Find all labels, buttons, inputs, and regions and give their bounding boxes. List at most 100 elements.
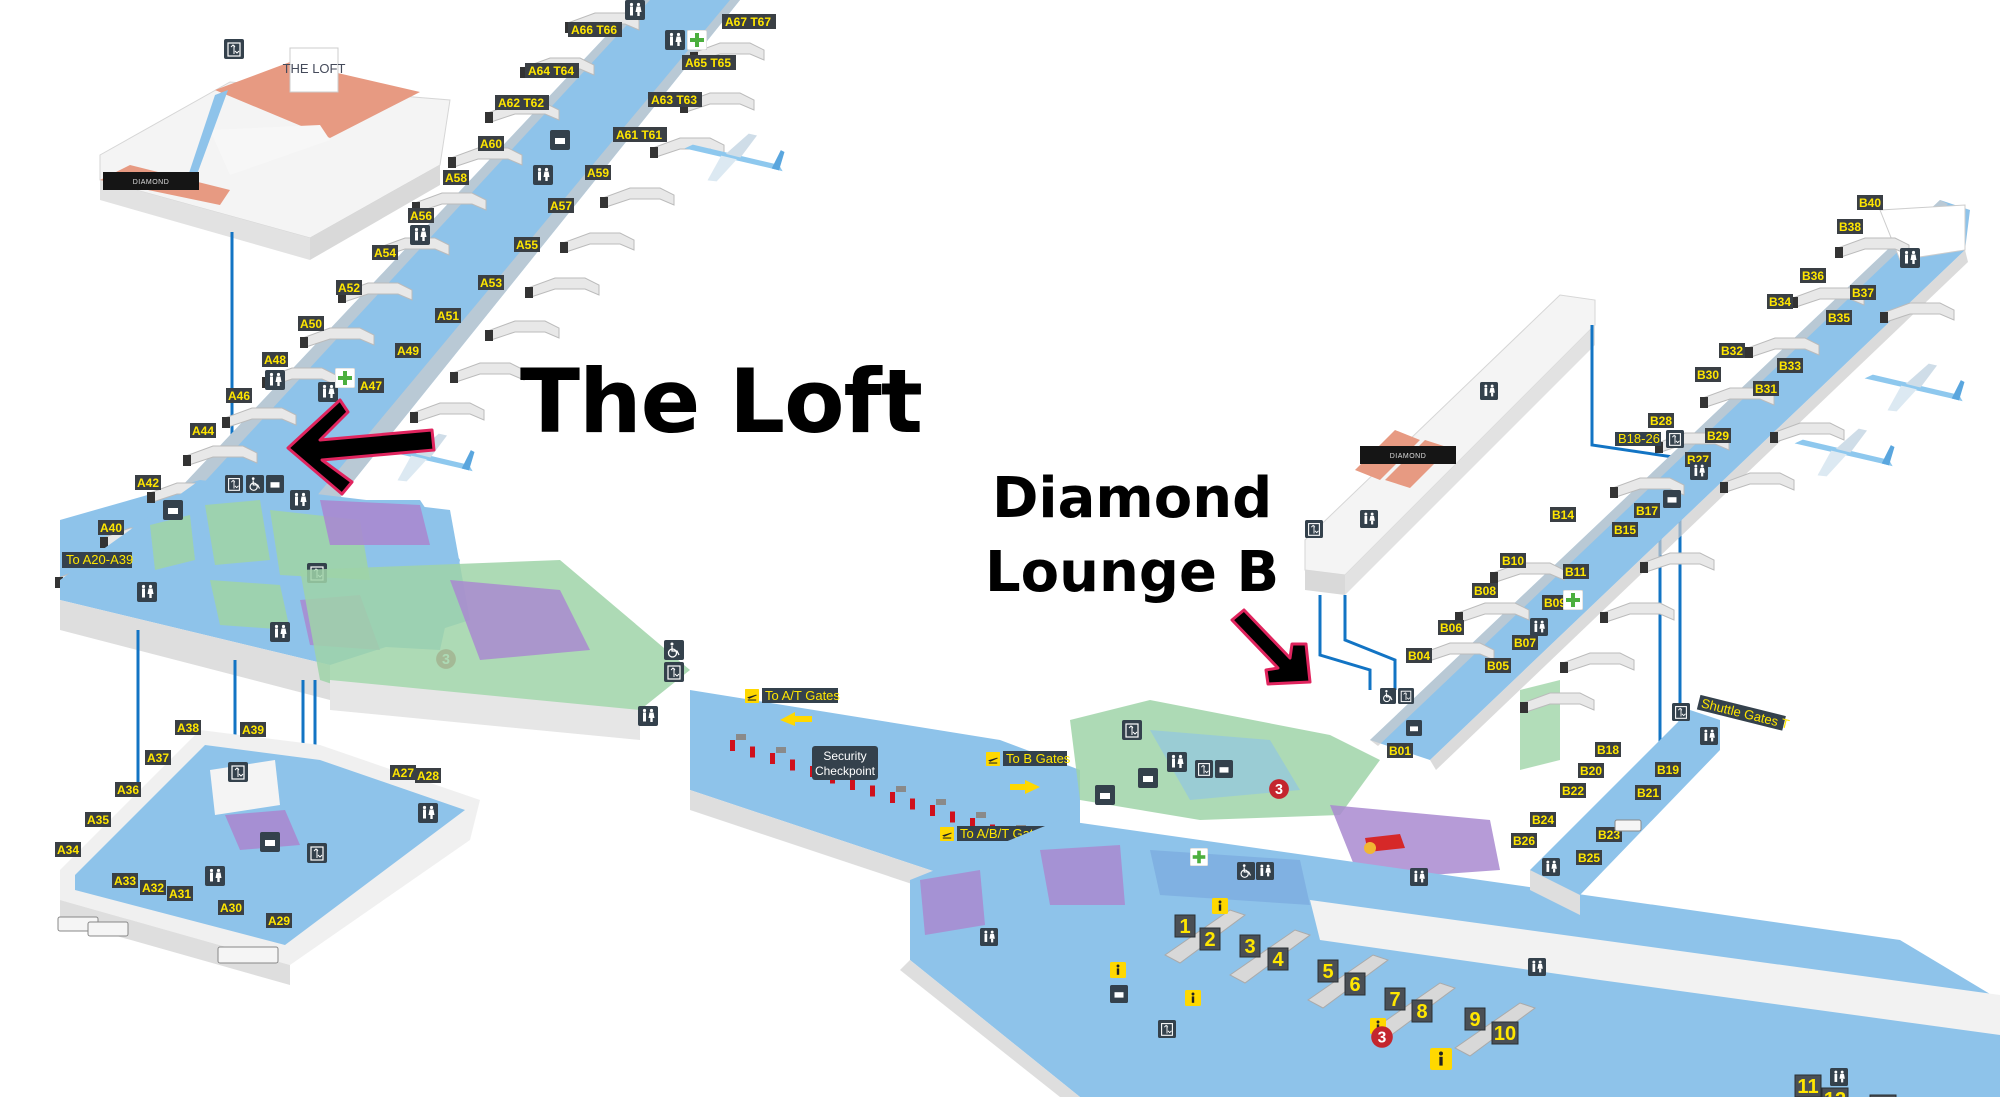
elevator-icon	[1305, 520, 1323, 538]
svg-text:B04: B04	[1408, 649, 1430, 663]
gate-label: B36	[1800, 268, 1826, 283]
connector-walkway	[300, 560, 690, 740]
svg-text:A47: A47	[360, 379, 382, 393]
diamond-logo-text: DIAMOND	[133, 179, 170, 186]
restroom-icon	[625, 0, 645, 20]
svg-text:4: 4	[1272, 949, 1284, 971]
gate-label: B31	[1753, 381, 1779, 396]
svg-text:A35: A35	[87, 813, 109, 827]
security-gate-post	[910, 798, 915, 810]
svg-text:B07: B07	[1514, 636, 1536, 650]
gate-label: A60	[478, 136, 504, 151]
svg-text:Checkpoint: Checkpoint	[815, 764, 876, 778]
restroom-icon	[137, 582, 157, 602]
svg-text:A63 T63: A63 T63	[651, 93, 697, 107]
gate-label: A58	[443, 170, 469, 185]
security-gate-post	[750, 746, 755, 758]
svg-text:B17: B17	[1636, 504, 1658, 518]
first-aid-icon	[687, 30, 707, 50]
restroom-icon	[1256, 862, 1274, 880]
smoking-area-icon	[1663, 490, 1681, 508]
gate-label: B35	[1826, 310, 1852, 325]
gate-label: A35	[85, 812, 111, 827]
svg-text:A49: A49	[397, 344, 419, 358]
svg-text:A31: A31	[169, 887, 191, 901]
diamond-logo-sign-a: DIAMOND	[103, 172, 199, 190]
to-b-gates-sign: To B Gates	[986, 751, 1071, 766]
gate-label: B22	[1560, 783, 1586, 798]
accessible-service-icon	[246, 475, 264, 493]
mail-icon	[1110, 985, 1128, 1003]
loft-logo-sign: THE LOFT	[283, 47, 346, 93]
gate-label: A49	[395, 343, 421, 358]
gate-label: A37	[145, 750, 171, 765]
xray-scanner	[896, 786, 906, 792]
gate-label: A39	[240, 722, 266, 737]
gate-label: B17	[1634, 503, 1660, 518]
svg-text:A53: A53	[480, 276, 502, 290]
gate-label: B01	[1387, 743, 1413, 758]
gate-label: B28	[1648, 413, 1674, 428]
gate-label: B07	[1512, 635, 1538, 650]
b-shuttle-gate-labels: B18 B19 B20 B21 B22 B23 B24 B25 B26	[1511, 742, 1681, 865]
gate-label: B18	[1595, 742, 1621, 757]
security-gate-post	[970, 818, 975, 829]
elevator-icon	[1122, 720, 1142, 740]
xray-scanner	[936, 799, 946, 805]
loft-lounge-area	[215, 62, 420, 138]
first-aid-icon	[1190, 848, 1208, 866]
restroom-icon	[1530, 618, 1548, 636]
svg-text:B35: B35	[1828, 311, 1850, 325]
svg-text:A40: A40	[100, 521, 122, 535]
svg-text:B24: B24	[1532, 813, 1554, 827]
mail-icon	[1138, 768, 1158, 788]
svg-text:9: 9	[1469, 1009, 1480, 1031]
gate-label: A51	[435, 308, 461, 323]
loft-logo-text: THE LOFT	[283, 61, 346, 76]
checkin-counter-label: 9	[1464, 1007, 1486, 1031]
aircraft	[1794, 428, 1895, 477]
gate-label: A54	[372, 245, 398, 260]
gate-label: A50	[298, 316, 324, 331]
gate-label: A47	[358, 378, 384, 393]
svg-text:A67 T67: A67 T67	[725, 15, 771, 29]
diamond-annotation-line-1: Diamond	[991, 466, 1273, 531]
diamond-annotation-line-2: Lounge B	[985, 539, 1280, 605]
checkin-counter-label: 8	[1411, 999, 1433, 1023]
security-gate-post	[930, 805, 935, 816]
restroom-icon	[1480, 382, 1498, 400]
checkin-counters: 12345678910111214	[1164, 909, 1897, 1097]
svg-text:A59: A59	[587, 166, 609, 180]
elevator-icon	[1195, 760, 1213, 778]
svg-text:B01: B01	[1389, 744, 1411, 758]
security-gate-post	[870, 785, 875, 797]
gate-label: B37	[1850, 285, 1876, 300]
atm-icon	[163, 500, 183, 520]
gate-label: B10	[1500, 553, 1526, 568]
gate-label: A28	[415, 768, 441, 783]
security-gate-post	[890, 792, 895, 803]
diamond-lounge-annotation: Diamond Lounge B	[985, 462, 1279, 610]
gate-label: A63 T63	[648, 92, 702, 107]
svg-text:8: 8	[1416, 1001, 1427, 1023]
gate-label: B34	[1767, 294, 1793, 309]
gate-label: A42	[135, 475, 161, 490]
atm-icon	[1406, 720, 1422, 736]
diamond-lounge-b-block	[1304, 294, 1596, 595]
security-gate-post	[950, 811, 955, 823]
gate-label: B15	[1612, 522, 1638, 537]
svg-text:6: 6	[1349, 974, 1360, 996]
departures-icon	[940, 827, 954, 841]
gate-label: A46	[226, 388, 252, 403]
info-icon	[1110, 962, 1126, 978]
gate-label: A66 T66	[568, 22, 622, 37]
svg-text:B34: B34	[1769, 295, 1791, 309]
arrow-left-icon	[780, 712, 812, 726]
gate-label: B19	[1655, 762, 1681, 777]
svg-text:B29: B29	[1707, 429, 1729, 443]
svg-text:A38: A38	[177, 721, 199, 735]
gate-label: A56	[408, 208, 434, 223]
svg-text:B15: B15	[1614, 523, 1636, 537]
elevator-icon	[1672, 703, 1690, 721]
elevator-icon	[224, 39, 244, 59]
